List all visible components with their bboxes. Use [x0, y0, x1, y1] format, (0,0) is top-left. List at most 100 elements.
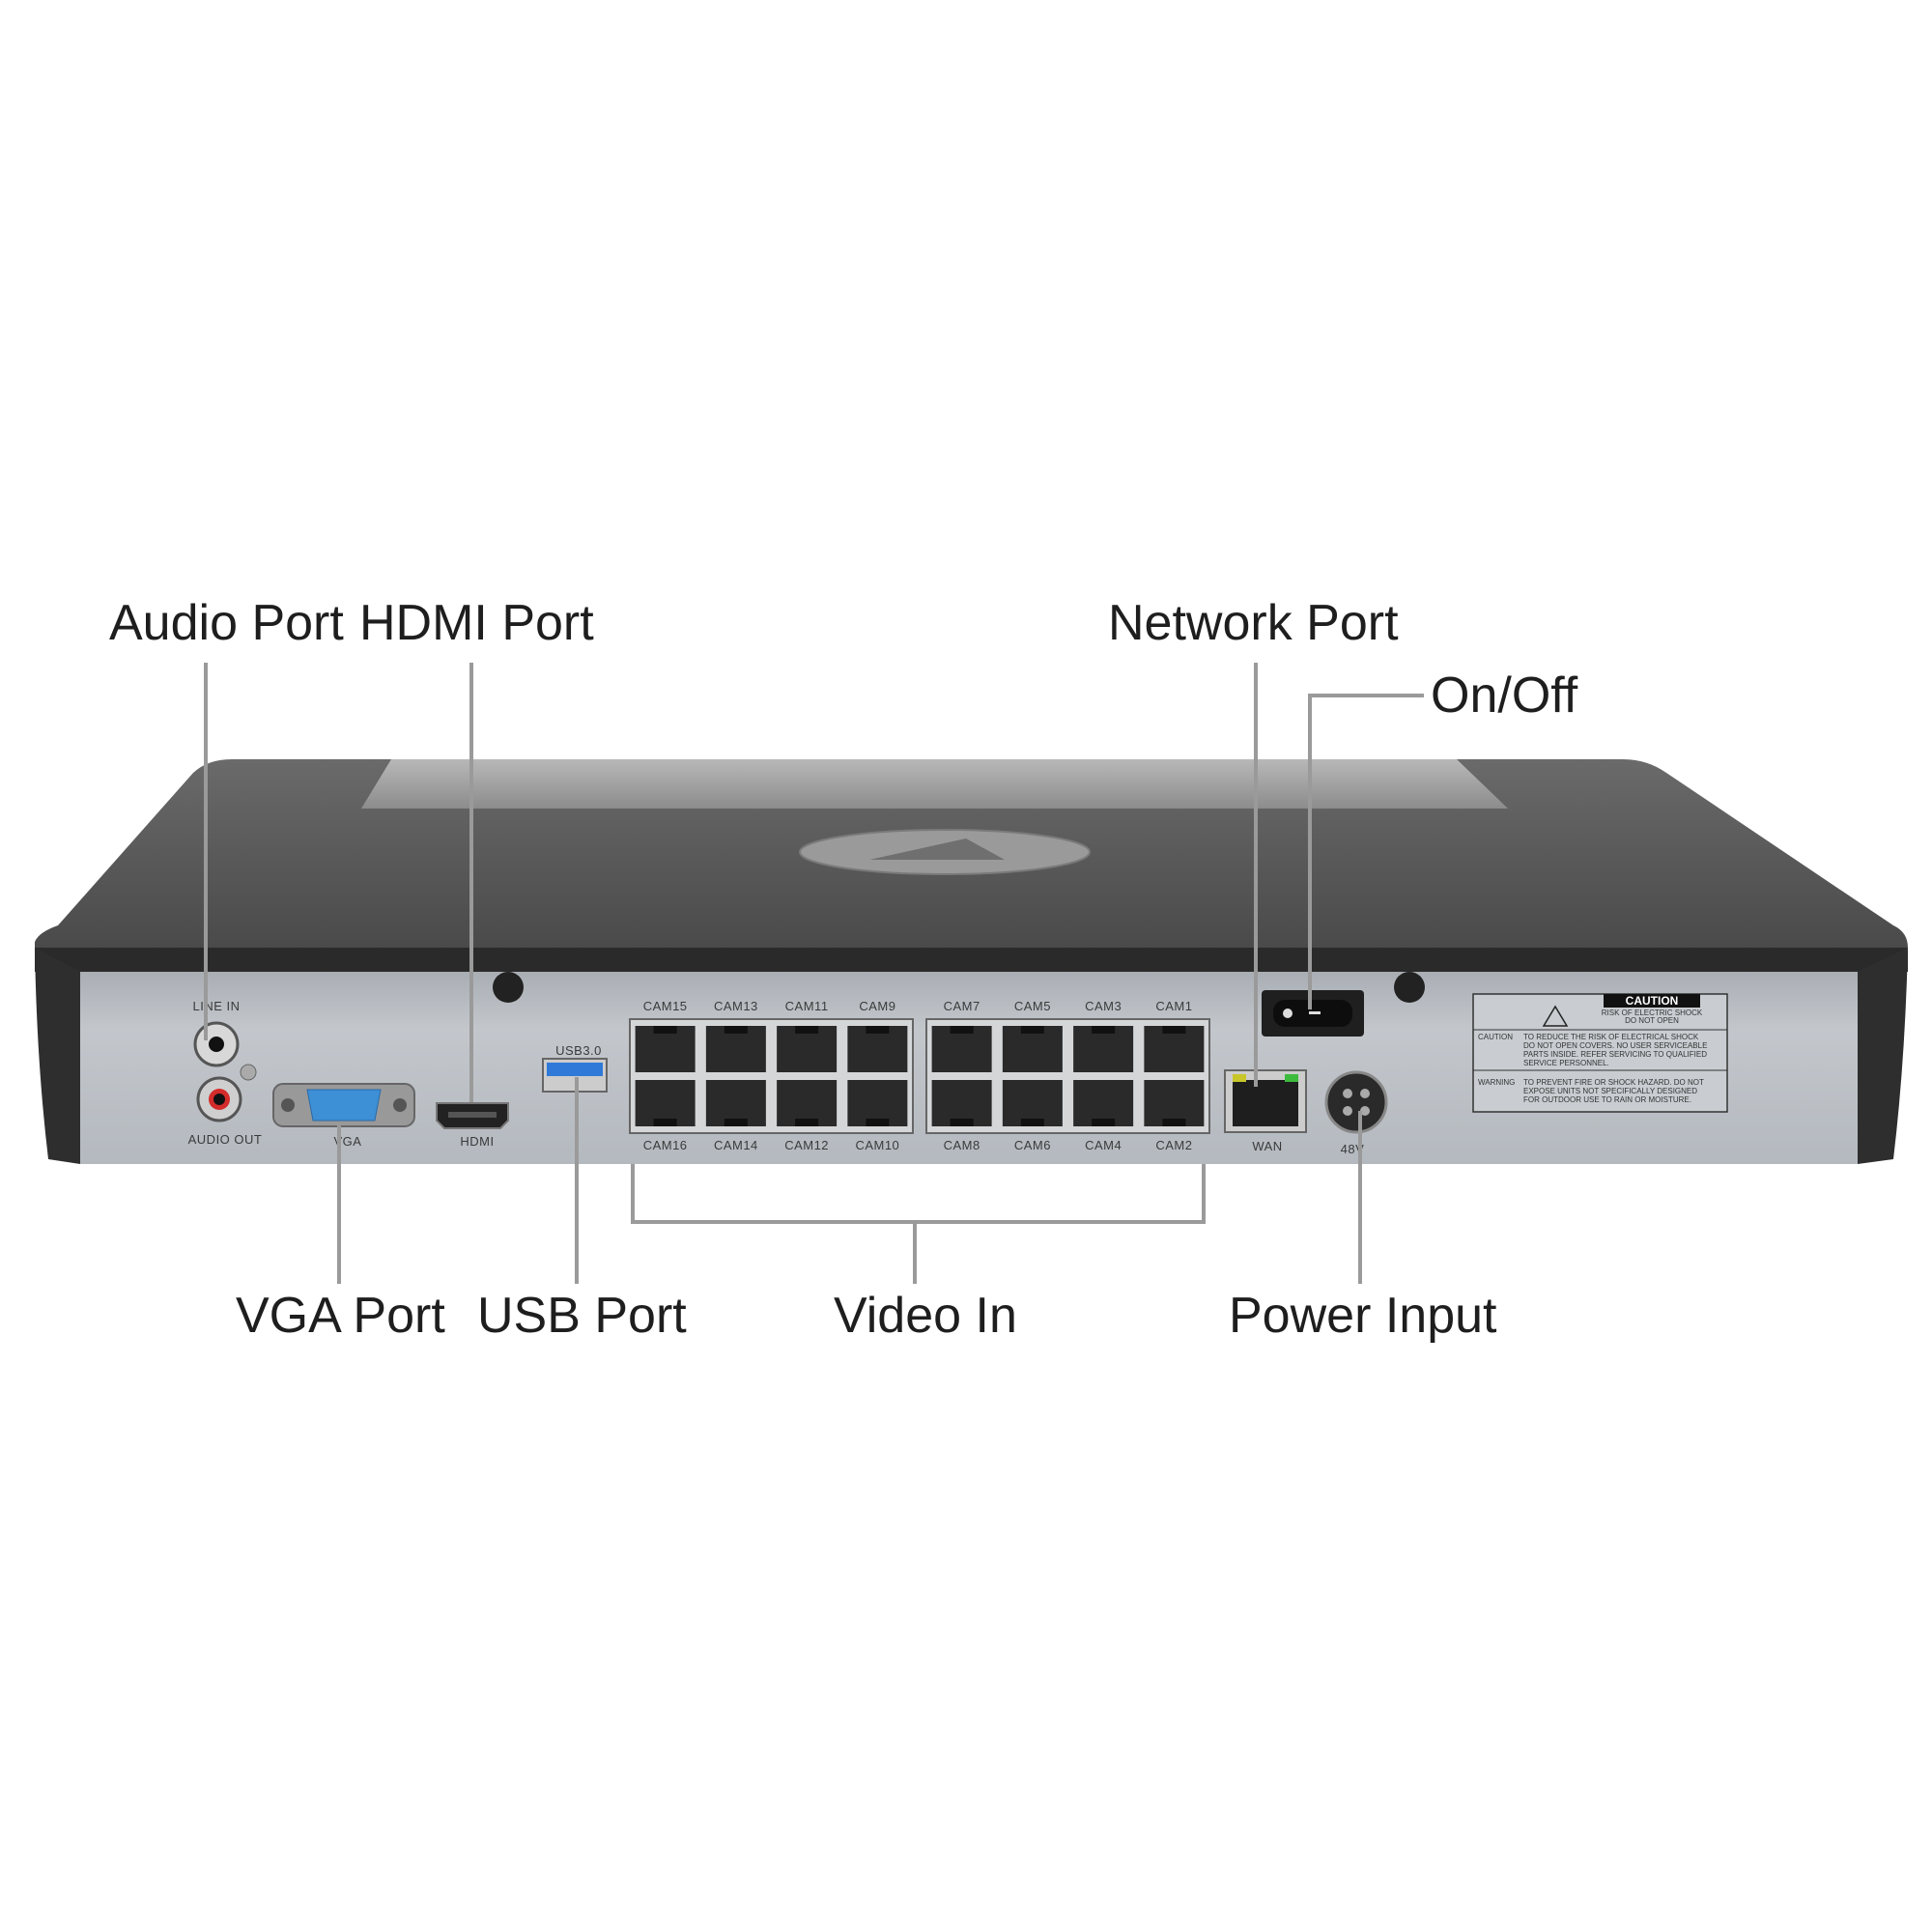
caution-subtitle-2: DO NOT OPEN: [1625, 1016, 1679, 1025]
power-pin: [1343, 1089, 1352, 1098]
wan-label: WAN: [1252, 1139, 1282, 1153]
switch-on-dot: [1283, 1009, 1293, 1018]
cam-port-label: CAM16: [643, 1138, 688, 1152]
rj45-clip-notch: [1020, 1119, 1044, 1126]
cam-port-label: CAM4: [1085, 1138, 1122, 1152]
cam-port-label: CAM9: [859, 999, 895, 1013]
warning-line: FOR OUTDOOR USE TO RAIN OR MOISTURE.: [1523, 1095, 1691, 1104]
warning-line: EXPOSE UNITS NOT SPECIFICALLY DESIGNED: [1523, 1087, 1697, 1095]
callout-network-port: Network Port: [1108, 595, 1399, 651]
warning-heading: WARNING: [1478, 1078, 1515, 1087]
rj45-clip-notch: [1162, 1026, 1186, 1034]
cam-port-label: CAM1: [1155, 999, 1192, 1013]
cam-port[interactable]: [1144, 1026, 1205, 1072]
cam-port-label: CAM2: [1155, 1138, 1192, 1152]
rj45-clip-notch: [724, 1026, 748, 1034]
cam-port-label: CAM6: [1014, 1138, 1051, 1152]
cam-port-label: CAM15: [643, 999, 688, 1013]
power-pin: [1343, 1106, 1352, 1116]
ground-screw: [240, 1064, 257, 1081]
cam-port-label: CAM13: [714, 999, 758, 1013]
warning-line: TO PREVENT FIRE OR SHOCK HAZARD. DO NOT: [1523, 1078, 1704, 1087]
screw: [1394, 972, 1425, 1003]
electric-shock-icon: [1542, 1005, 1569, 1027]
cam-port[interactable]: [1002, 1026, 1063, 1072]
rj45-clip-notch: [866, 1119, 890, 1126]
line-in-jack-hole: [209, 1037, 224, 1052]
rj45-clip-notch: [866, 1026, 890, 1034]
wan-socket: [1233, 1080, 1298, 1126]
cam-port[interactable]: [847, 1080, 908, 1126]
cam-port-label: CAM3: [1085, 999, 1122, 1013]
power-pin: [1360, 1106, 1370, 1116]
rj45-clip-notch: [1020, 1026, 1044, 1034]
cam-port[interactable]: [931, 1026, 992, 1072]
hdmi-port[interactable]: HDMI: [436, 1102, 509, 1149]
rj45-clip-notch: [950, 1026, 974, 1034]
vga-screw-left: [281, 1098, 295, 1112]
switch-off-bar: [1309, 1011, 1321, 1014]
cam-port-label: CAM10: [855, 1138, 899, 1152]
cam-port[interactable]: [777, 1026, 838, 1072]
cam-port[interactable]: [777, 1080, 838, 1126]
power-input-connector[interactable]: 48V: [1324, 1070, 1388, 1156]
power-switch[interactable]: [1262, 990, 1364, 1037]
cam-port-label: CAM8: [944, 1138, 980, 1152]
video-in-bracket: [631, 1164, 1206, 1224]
usb-label: USB3.0: [555, 1043, 602, 1058]
cam-port[interactable]: [635, 1080, 696, 1126]
cam-port[interactable]: [1073, 1026, 1134, 1072]
logo-mark: [869, 838, 1005, 860]
hdmi-label: HDMI: [460, 1134, 494, 1149]
on-off-leader: [1308, 694, 1424, 1009]
lid-edge: [35, 948, 1908, 972]
cam-port-label: CAM7: [944, 999, 980, 1013]
vga-port[interactable]: VGA: [272, 1083, 415, 1149]
cam-port[interactable]: [705, 1026, 766, 1072]
callout-video-in: Video In: [834, 1288, 1017, 1344]
caution-title: CAUTION: [1626, 994, 1679, 1008]
lid-glass-inset: [361, 759, 1508, 809]
rj45-clip-notch: [724, 1119, 748, 1126]
audio-out-jack-hole: [213, 1094, 225, 1105]
audio-ports[interactable]: LINE IN AUDIO OUT: [188, 999, 263, 1147]
rj45-clip-notch: [1162, 1119, 1186, 1126]
caution-line: SERVICE PERSONNEL.: [1523, 1059, 1609, 1067]
caution-line: DO NOT OPEN COVERS. NO USER SERVICEABLE: [1523, 1041, 1707, 1050]
callout-hdmi-port: HDMI Port: [359, 595, 594, 651]
cam-port[interactable]: [847, 1026, 908, 1072]
line-in-label: LINE IN: [192, 999, 240, 1013]
caution-border: [1472, 993, 1728, 1113]
usb-blue-tongue: [547, 1063, 603, 1076]
rj45-clip-notch: [795, 1026, 819, 1034]
cam-port[interactable]: [1144, 1080, 1205, 1126]
power-voltage-label: 48V: [1341, 1142, 1365, 1156]
cam-port-label: CAM14: [714, 1138, 758, 1152]
left-side-flank: [35, 948, 80, 1164]
power-pin: [1360, 1089, 1370, 1098]
cam-port-label: CAM11: [785, 999, 829, 1013]
power-din-shell: [1324, 1070, 1388, 1134]
rj45-clip-notch: [653, 1119, 677, 1126]
vga-screw-right: [393, 1098, 407, 1112]
cam-port-label: CAM5: [1014, 999, 1051, 1013]
screw: [493, 972, 524, 1003]
caution-subtitle-1: RISK OF ELECTRIC SHOCK: [1602, 1009, 1703, 1017]
cam-port[interactable]: [1073, 1080, 1134, 1126]
callout-power-input: Power Input: [1229, 1288, 1497, 1344]
cam-port[interactable]: [635, 1026, 696, 1072]
caution-line: TO REDUCE THE RISK OF ELECTRICAL SHOCK: [1523, 1033, 1699, 1041]
cam-port[interactable]: [1002, 1080, 1063, 1126]
rj45-clip-notch: [1092, 1119, 1116, 1126]
rj45-clip-notch: [795, 1119, 819, 1126]
cam-port-label: CAM12: [784, 1138, 829, 1152]
hdmi-pins: [448, 1112, 497, 1118]
caution-title-bg: [1604, 994, 1700, 1008]
cam-port[interactable]: [705, 1080, 766, 1126]
caution-sticker: CAUTION RISK OF ELECTRIC SHOCK DO NOT OP…: [1472, 993, 1728, 1113]
wan-port[interactable]: WAN: [1224, 1069, 1307, 1153]
cam-port[interactable]: [931, 1080, 992, 1126]
